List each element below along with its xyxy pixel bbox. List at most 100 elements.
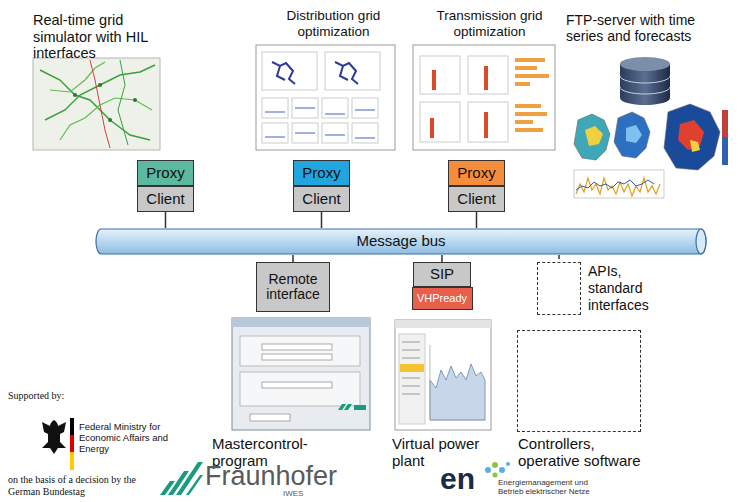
vpp-screenshot xyxy=(395,320,491,430)
proxy-box: Proxy xyxy=(448,160,505,186)
sponsor-note: Supported by: xyxy=(8,390,128,402)
transmission-screenshot-part xyxy=(484,66,488,90)
transmission-screenshot-part xyxy=(420,56,460,94)
vpp-screenshot-part xyxy=(402,342,420,394)
node-text: Proxy xyxy=(146,165,184,182)
node-text: Client xyxy=(146,191,184,208)
distribution-screenshot-part xyxy=(262,52,317,90)
transmission-screenshot-part xyxy=(420,102,460,142)
fraunhofer-logo xyxy=(160,462,203,495)
node-text: APIs, standard interfaces xyxy=(588,263,660,313)
mastercontrol-screenshot-part xyxy=(262,344,332,350)
distribution-screenshot xyxy=(256,45,395,150)
mastercontrol-screenshot-part xyxy=(240,336,360,366)
distribution-screenshot-part-part xyxy=(322,123,348,143)
message-bus: Message bus xyxy=(95,228,707,255)
bus-connector xyxy=(441,255,443,262)
mastercontrol-screenshot-part xyxy=(338,404,352,410)
node-text: Controllers, operative software xyxy=(518,435,653,470)
forecast-maps-part xyxy=(576,178,660,196)
node-text: VHPready xyxy=(417,292,467,304)
mastercontrol-screenshot-part xyxy=(354,405,366,410)
forecast-maps-part xyxy=(614,112,650,158)
vpp-screenshot-part xyxy=(399,334,425,424)
en-logo-dots-part xyxy=(492,462,498,468)
fraunhofer-logo-part xyxy=(176,462,203,495)
component-title: Real-time grid simulator with HIL interf… xyxy=(33,12,158,62)
en-logo-dots-part xyxy=(485,467,491,473)
grid-simulator-screenshot-part xyxy=(98,83,102,87)
grid-simulator-screenshot-part xyxy=(108,118,112,122)
transmission-screenshot-part xyxy=(413,45,555,150)
proxy-box: Proxy xyxy=(293,160,350,186)
distribution-screenshot-part xyxy=(265,108,375,138)
component-title: FTP-server with time series and forecast… xyxy=(566,12,736,44)
node-text: Proxy xyxy=(302,165,340,182)
transmission-screenshot-part-part xyxy=(515,74,549,78)
grid-simulator-screenshot-part xyxy=(73,93,77,97)
bus-body xyxy=(96,229,706,254)
node-text: Client xyxy=(302,191,340,208)
transmission-screenshot-part-part xyxy=(515,120,533,124)
grid-simulator-screenshot-part xyxy=(90,60,110,148)
node-text: Message bus xyxy=(356,233,445,250)
grid-simulator-screenshot-part xyxy=(133,98,137,102)
transmission-screenshot-part xyxy=(430,118,434,138)
distribution-screenshot-part-part xyxy=(262,98,288,118)
database-icon-part xyxy=(620,57,670,71)
proxy-box: Proxy xyxy=(137,160,194,186)
transmission-screenshot-part xyxy=(515,58,549,132)
transmission-screenshot-part xyxy=(468,102,508,142)
federal-eagle-logo-part xyxy=(70,452,74,470)
forecast-maps-part xyxy=(574,114,610,160)
grid-simulator-screenshot-part xyxy=(45,65,155,120)
federal-eagle-logo xyxy=(42,418,74,470)
forecast-maps xyxy=(574,104,728,198)
node-text: SIP xyxy=(430,266,454,283)
en-logo-dots-part xyxy=(506,462,510,466)
forecast-maps-part xyxy=(722,137,728,165)
distribution-screenshot-part xyxy=(325,52,380,90)
database-icon-part xyxy=(620,76,670,94)
mastercontrol-screenshot-part xyxy=(232,318,370,327)
logo-wordmark: Fraunhofer xyxy=(205,461,355,492)
distribution-screenshot-part-part xyxy=(322,98,348,118)
en-logo-dots xyxy=(485,462,510,478)
grid-simulator-screenshot xyxy=(33,58,160,150)
logo-subtitle: IWES xyxy=(283,489,323,498)
mastercontrol-screenshot-part xyxy=(232,318,370,430)
federal-eagle-logo-part xyxy=(42,420,66,454)
forecast-maps-part xyxy=(664,104,720,170)
federal-eagle-logo-part xyxy=(70,435,74,452)
bus-end xyxy=(696,229,706,254)
bus-connector xyxy=(321,212,323,228)
node-text: Client xyxy=(457,191,495,208)
distribution-screenshot-part-part xyxy=(262,123,288,143)
transmission-screenshot-part-part xyxy=(515,104,541,108)
controller-placeholder-box: Controllers, operative software xyxy=(517,330,641,432)
bus-connector xyxy=(292,255,294,262)
api-placeholder-box: APIs, standard interfaces xyxy=(537,262,581,315)
vpp-screenshot-part xyxy=(430,364,485,420)
logo-subtitle: Energiemanagement und Betrieb elektrisch… xyxy=(498,478,613,496)
bus-connector xyxy=(165,212,167,228)
interface-box: Remote interface xyxy=(256,262,330,312)
vpp-screenshot-part xyxy=(395,320,491,430)
distribution-screenshot-part xyxy=(256,45,395,150)
forecast-maps-part xyxy=(576,180,654,190)
client-box: Client xyxy=(293,186,350,212)
vhpready-box: VHPready xyxy=(412,287,473,310)
en-logo-dots-part xyxy=(493,473,498,478)
transmission-screenshot-part-part xyxy=(515,128,543,132)
transmission-screenshot-part xyxy=(468,56,508,94)
database-icon xyxy=(620,57,670,105)
distribution-screenshot-part xyxy=(262,98,378,143)
grid-simulator-screenshot-part xyxy=(118,60,128,145)
transmission-screenshot-part-part xyxy=(515,66,537,70)
forecast-maps-part xyxy=(690,140,700,152)
mastercontrol-screenshot xyxy=(232,318,370,430)
component-title: Distribution grid optimization xyxy=(256,8,411,39)
federal-eagle-logo-part xyxy=(70,418,74,435)
